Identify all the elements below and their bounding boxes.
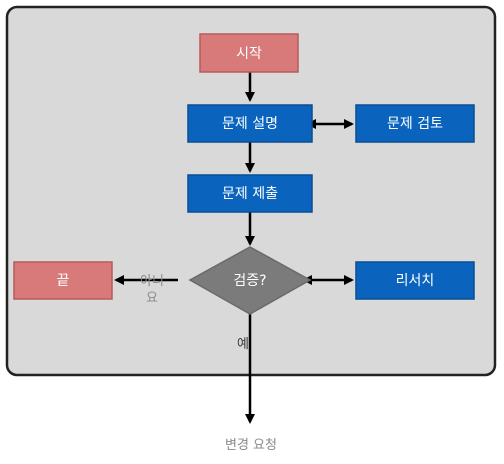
edge-label-no-line2: 요 (146, 291, 158, 306)
node-submit (187, 174, 313, 213)
node-research (355, 261, 475, 300)
edge-label-yes: 예 (237, 337, 249, 352)
node-start-label: 시작 (236, 46, 262, 62)
node-describe (187, 104, 313, 143)
node-end-label: 끝 (57, 273, 70, 289)
node-review (355, 104, 475, 143)
node-submit-label: 문제 제출 (222, 186, 278, 202)
edge-label-change-request: 변경 요청 (225, 438, 277, 453)
edge-label-no-line1: 아니 (140, 274, 164, 289)
node-decision (188, 246, 312, 315)
node-end (13, 261, 113, 300)
node-start (199, 33, 299, 73)
node-describe-label: 문제 설명 (222, 116, 278, 132)
node-decision-label: 검증? (233, 273, 266, 289)
node-research-label: 리서치 (396, 273, 435, 289)
node-review-label: 문제 검토 (387, 116, 443, 132)
